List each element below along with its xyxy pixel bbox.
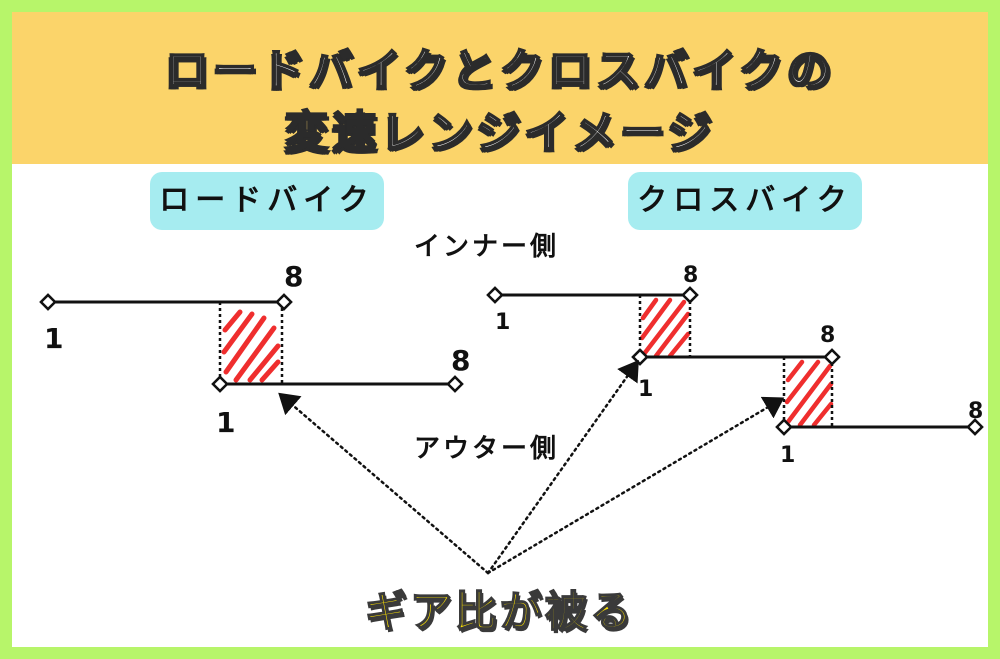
- road-outer-range: [211, 375, 464, 393]
- road-bike-label: ロードバイク: [150, 172, 384, 230]
- cross-top-start-label: 1: [495, 310, 510, 335]
- cross-overlap-hatch-upper: [638, 295, 692, 359]
- cross-top-end-label: 8: [683, 263, 698, 288]
- road-overlap-hatch: [218, 302, 284, 384]
- road-outer-start-label: 1: [216, 406, 235, 439]
- road-inner-range: [39, 293, 293, 311]
- arrow-to-road-overlap: [278, 392, 490, 575]
- arrow-to-cross-upper-overlap: [486, 359, 639, 575]
- overlap-callout: ギア比が被る: [364, 586, 635, 637]
- title-line-2: 変速レンジイメージ: [283, 106, 716, 159]
- cross-low-start-label: 1: [780, 443, 795, 468]
- cross-top-range: [486, 286, 699, 304]
- cross-overlap-hatch-lower: [782, 357, 834, 428]
- title-banner: [12, 12, 988, 164]
- cross-low-range: [775, 418, 984, 436]
- road-outer-end-label: 8: [451, 344, 470, 377]
- callout-arrows: [278, 359, 785, 575]
- cross-bike-label: クロスバイク: [628, 172, 862, 230]
- road-inner-start-label: 1: [44, 322, 63, 355]
- inner-side-label: インナー側: [414, 232, 560, 262]
- outer-side-label: アウター側: [414, 434, 560, 464]
- cross-mid-start-label: 1: [638, 377, 653, 402]
- arrow-to-cross-lower-overlap: [486, 396, 785, 575]
- cross-mid-end-label: 8: [820, 323, 835, 348]
- title-line-1: ロードバイクとクロスバイクの: [164, 44, 836, 97]
- road-inner-end-label: 8: [284, 260, 303, 293]
- cross-low-end-label: 8: [968, 399, 983, 424]
